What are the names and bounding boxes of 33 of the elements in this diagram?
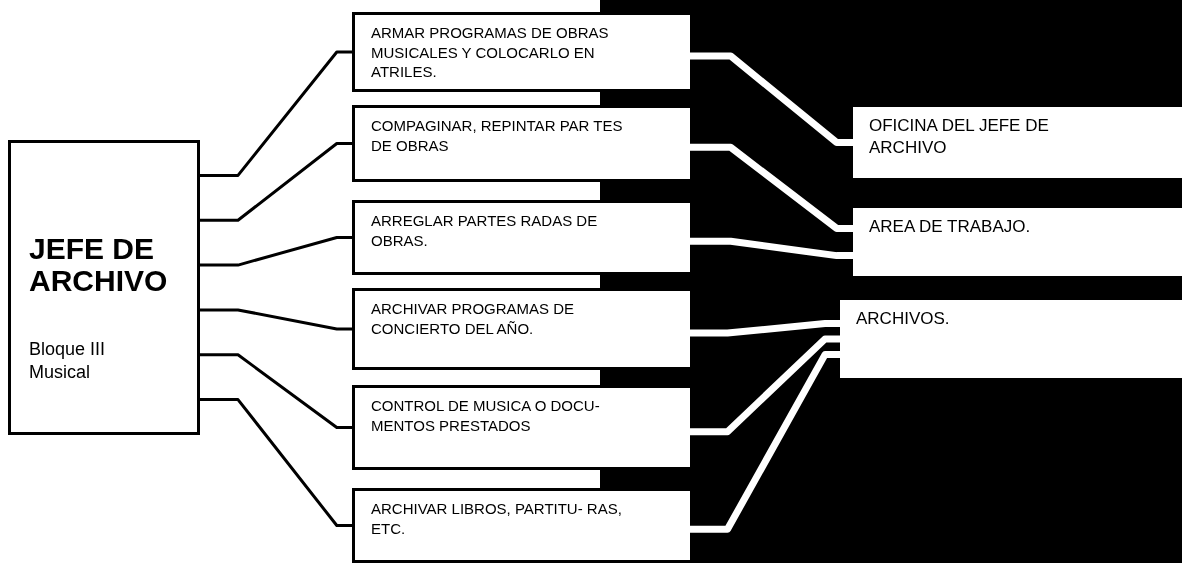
task-box: [352, 288, 690, 370]
role-subtitle: Bloque III Musical: [29, 338, 107, 383]
task-box: [352, 12, 690, 92]
connector-line: [690, 351, 840, 533]
area-box: [853, 208, 1182, 276]
connector-line: [690, 319, 840, 337]
area-box: [853, 107, 1182, 178]
role-box: [8, 140, 200, 435]
node-text: ARMAR PROGRAMAS DE OBRAS MUSICALES Y COLOCARLO EN ATRILES.: [371, 23, 610, 82]
connector-line: [200, 142, 352, 222]
node-text: COMPAGINAR, REPINTAR PAR TES DE OBRAS: [371, 116, 624, 155]
node-text: ARCHIVAR LIBROS, PARTITU- RAS, ETC.: [371, 499, 623, 538]
connector-line: [690, 335, 840, 436]
node-text: ARCHIVOS.: [856, 308, 951, 330]
connector-line: [690, 52, 853, 146]
role-title: JEFE DE ARCHIVO: [29, 233, 169, 296]
task-box: [352, 200, 690, 275]
node-text: ARREGLAR PARTES RADAS DE OBRAS.: [371, 211, 599, 250]
connector-line: [200, 398, 352, 527]
connector-line: [200, 236, 352, 267]
connector-line: [690, 143, 853, 232]
node-text: AREA DE TRABAJO.: [869, 216, 1032, 238]
connector-line: [200, 308, 352, 331]
task-box: [352, 105, 690, 182]
node-text: CONTROL DE MUSICA O DOCU- MENTOS PRESTADOS: [371, 396, 601, 435]
task-box: [352, 488, 690, 563]
node-text: OFICINA DEL JEFE DE ARCHIVO: [869, 115, 1050, 160]
connector-line: [690, 237, 853, 260]
node-text: ARCHIVAR PROGRAMAS DE CONCIERTO DEL AÑO.: [371, 299, 576, 338]
task-box: [352, 385, 690, 470]
area-box: [840, 300, 1182, 378]
connector-line: [200, 353, 352, 429]
connector-line: [200, 50, 352, 177]
